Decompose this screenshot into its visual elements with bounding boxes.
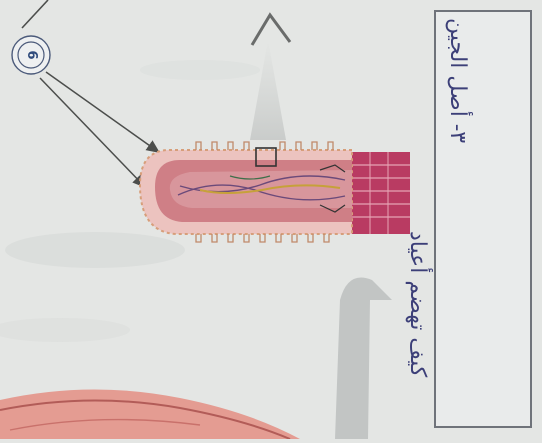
edge-leader-line bbox=[22, 0, 48, 28]
ghost-arrow-top bbox=[250, 15, 290, 140]
badge-number: 6 bbox=[18, 42, 44, 68]
ghost-arrow-bottom bbox=[335, 278, 392, 440]
pointer-arrow-lower bbox=[40, 78, 146, 188]
microvilli-top bbox=[196, 142, 333, 150]
handwritten-line-1: ٣- أصل الجين bbox=[445, 18, 470, 143]
bottom-organ-shape bbox=[0, 389, 300, 439]
microvilli-bottom bbox=[196, 234, 329, 242]
intestinal-wall-band bbox=[352, 152, 410, 234]
pointer-arrow-upper bbox=[46, 72, 160, 153]
villus bbox=[140, 150, 352, 234]
handwritten-line-2: كيف تهضم أعياد bbox=[405, 231, 430, 377]
